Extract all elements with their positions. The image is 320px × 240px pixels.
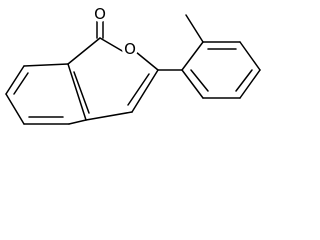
bond-ar3-ar4 [239, 41, 261, 71]
bond-c3-c4 [131, 69, 159, 113]
bond-ar4-ar5-inner [235, 69, 253, 92]
bond-c1-c8a [67, 37, 101, 65]
bond-c8a-c4a-inner [73, 71, 90, 114]
bond-c3-c4-inner [127, 73, 150, 106]
bond-ar1-ar2 [181, 41, 204, 71]
atom-ring-oxygen: O [122, 40, 138, 58]
bond-ar6-ar1-inner [190, 69, 209, 92]
bond-ar2-methyl [185, 14, 204, 43]
bond-c5-c4a [68, 119, 87, 125]
bond-c8-c7-inner [13, 72, 29, 95]
bond-c1-oring [99, 37, 125, 53]
bond-ar4-ar5 [239, 69, 261, 99]
atom-label: O [94, 5, 106, 23]
bond-ar6-ar1 [181, 69, 204, 99]
carbonyl-double-bond [96, 20, 104, 39]
bond-c7-c6 [5, 93, 25, 125]
bond-oring-c3 [135, 51, 159, 71]
bond-c8-c7 [5, 65, 25, 95]
bond-c8a-c4a [67, 63, 87, 121]
atom-carbonyl-oxygen: O [92, 5, 108, 23]
atom-label: O [124, 40, 136, 58]
bond-c8a-c8 [23, 63, 69, 67]
chemical-structure: O O [5, 5, 261, 125]
bond-c4-c4a [85, 111, 133, 121]
